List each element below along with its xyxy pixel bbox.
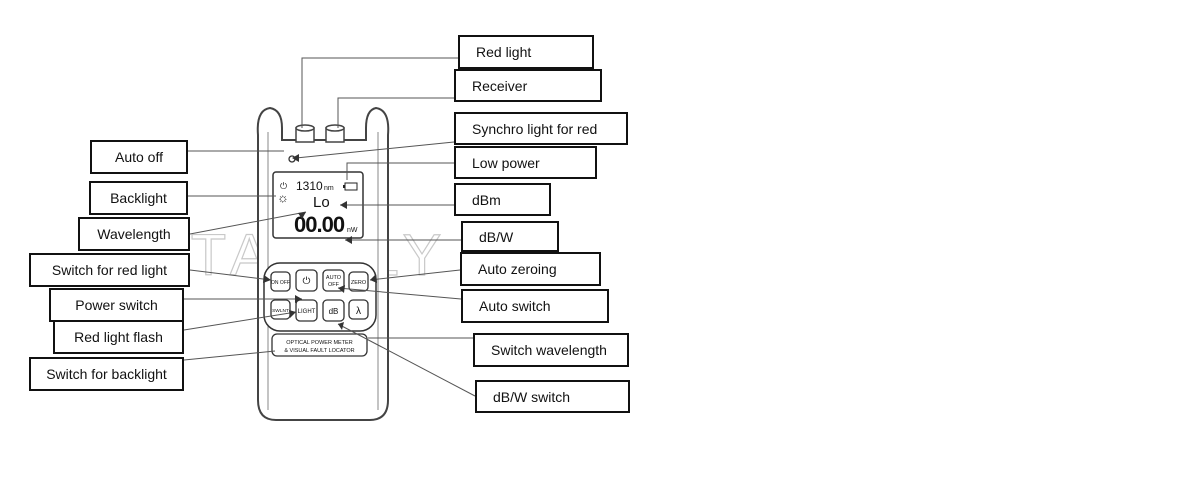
label-db-w-switch: dB/W switch (475, 380, 630, 413)
label-db-w: dB/W (461, 221, 559, 252)
auto-off-button[interactable]: AUTO OFF (322, 269, 345, 292)
db-button[interactable]: dB (322, 299, 345, 322)
label-wavelength: Wavelength (78, 217, 190, 251)
battery-icon (343, 182, 358, 191)
svg-text:λ: λ (356, 306, 361, 317)
label-switch-wavelength: Switch wavelength (473, 333, 629, 367)
nameplate: OPTICAL POWER METER & VISUAL FAULT LOCAT… (271, 333, 368, 357)
lcd-value-unit: nW (347, 227, 358, 234)
label-red-light-flash: Red light flash (53, 320, 184, 354)
svg-text:LIGHT: LIGHT (298, 309, 316, 315)
label-synchro-light: Synchro light for red (454, 112, 628, 145)
svg-text:AUTO: AUTO (326, 275, 342, 281)
backlight-icon: ☼ (277, 190, 289, 205)
label-power-switch: Power switch (49, 288, 184, 322)
auto-off-icon: ⏻ (280, 181, 287, 191)
svg-text:OPTICAL POWER METER: OPTICAL POWER METER (286, 340, 352, 346)
label-auto-zeroing: Auto zeroing (460, 252, 601, 286)
svg-text:dB: dB (329, 307, 339, 316)
on-off-button[interactable]: ON OFF (270, 271, 291, 292)
red-light-port (295, 124, 315, 143)
lcd-mode: Lo (313, 194, 330, 211)
light-button[interactable]: LIGHT (295, 299, 318, 322)
label-receiver: Receiver (454, 69, 602, 102)
label-low-power: Low power (454, 146, 597, 179)
label-dbm: dBm (454, 183, 551, 216)
svg-text:ON OFF: ON OFF (271, 280, 290, 286)
label-switch-red-light: Switch for red light (29, 253, 190, 287)
svg-text:⏻: ⏻ (303, 276, 311, 287)
zero-button[interactable]: ZERO (348, 271, 369, 292)
lcd-wavelength: 1310 (296, 179, 323, 193)
svg-text:OFF: OFF (328, 282, 340, 288)
svg-text:& VISUAL FAULT LOCATOR: & VISUAL FAULT LOCATOR (284, 348, 354, 354)
label-auto-switch: Auto switch (461, 289, 609, 323)
label-auto-off: Auto off (90, 140, 188, 174)
lambda-button[interactable]: λ (348, 299, 369, 320)
power-button[interactable]: ⏻ (295, 269, 318, 292)
svg-text:SWLNT: SWLNT (272, 308, 289, 314)
leader-lines (183, 57, 476, 397)
svg-text:ZERO: ZERO (351, 280, 367, 286)
arrowheads (263, 154, 377, 330)
lcd-wavelength-unit: nm (324, 185, 334, 192)
label-switch-backlight: Switch for backlight (29, 357, 184, 391)
label-backlight: Backlight (89, 181, 188, 215)
swlnt-button[interactable]: SWLNT (270, 299, 291, 320)
receiver-port (325, 124, 345, 143)
label-red-light: Red light (458, 35, 594, 69)
